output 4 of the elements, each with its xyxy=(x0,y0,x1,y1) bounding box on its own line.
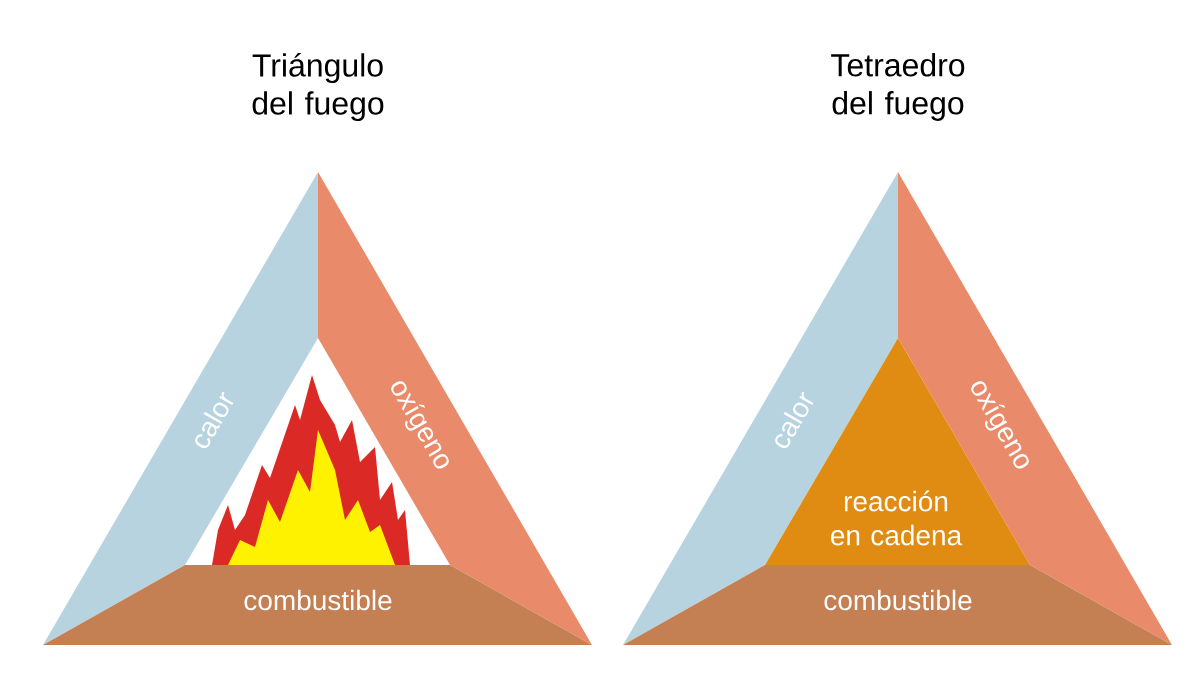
fuel-face: combustible xyxy=(43,565,592,645)
panel-heading: Tetraedro del fuego xyxy=(831,53,965,121)
panel-heading: Triángulo del fuego xyxy=(252,52,384,122)
fuel-face: combustible xyxy=(623,565,1172,645)
